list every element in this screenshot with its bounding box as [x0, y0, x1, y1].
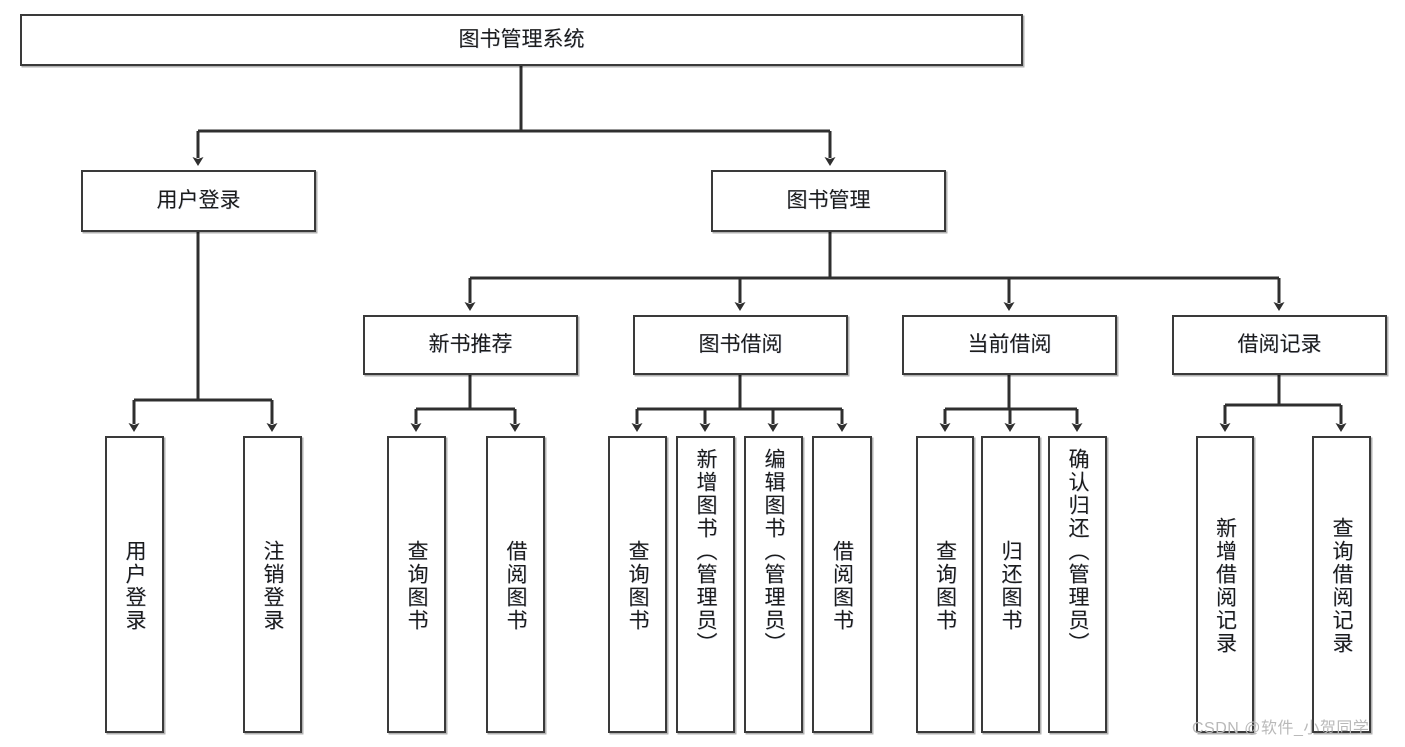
csdn-watermark: CSDN @软件_小贺同学 — [1192, 720, 1370, 737]
leaf-user-logout[interactable]: 注销登录 — [243, 436, 302, 733]
leaf-query-book-recommend[interactable]: 查询图书 — [387, 436, 446, 733]
node-label: 新增图书（管理员） — [694, 448, 717, 655]
node-label: 用户登录 — [123, 539, 146, 632]
node-user-login[interactable]: 用户登录 — [81, 170, 316, 232]
leaf-confirm-return-admin[interactable]: 确认归还（管理员） — [1048, 436, 1107, 733]
node-book-manage[interactable]: 图书管理 — [711, 170, 946, 232]
leaf-query-borrow-record[interactable]: 查询借阅记录 — [1312, 436, 1371, 733]
node-label: 查询图书 — [405, 539, 428, 632]
node-label: 图书管理系统 — [458, 27, 585, 51]
node-label: 借阅图书 — [830, 539, 854, 632]
node-label: 查询借阅记录 — [1330, 516, 1353, 655]
node-book-borrow[interactable]: 图书借阅 — [633, 315, 848, 375]
leaf-borrow-book-recommend[interactable]: 借阅图书 — [486, 436, 545, 733]
leaf-query-book-current[interactable]: 查询图书 — [916, 436, 974, 733]
node-label: 编辑图书（管理员） — [762, 448, 785, 655]
node-label: 查询图书 — [626, 539, 649, 632]
leaf-add-book-admin[interactable]: 新增图书（管理员） — [676, 436, 735, 733]
node-current-borrow[interactable]: 当前借阅 — [902, 315, 1117, 375]
node-label: 新书推荐 — [428, 332, 513, 356]
leaf-edit-book-admin[interactable]: 编辑图书（管理员） — [744, 436, 803, 733]
leaf-return-book[interactable]: 归还图书 — [981, 436, 1040, 733]
node-label: 图书借阅 — [698, 332, 783, 356]
leaf-query-book[interactable]: 查询图书 — [608, 436, 667, 733]
node-label: 新增借阅记录 — [1213, 516, 1237, 655]
node-label: 图书管理 — [786, 188, 871, 212]
node-label: 借阅图书 — [504, 539, 527, 632]
node-borrow-record[interactable]: 借阅记录 — [1172, 315, 1387, 375]
node-label: 借阅记录 — [1237, 332, 1322, 356]
node-new-book-recommend[interactable]: 新书推荐 — [363, 315, 578, 375]
edges — [128, 66, 1347, 432]
node-label: 用户登录 — [156, 188, 241, 212]
node-root-system[interactable]: 图书管理系统 — [20, 14, 1023, 66]
node-label: 当前借阅 — [967, 332, 1052, 356]
node-label: 归还图书 — [999, 539, 1022, 632]
leaf-borrow-book[interactable]: 借阅图书 — [812, 436, 872, 733]
node-label: 确认归还（管理员） — [1066, 448, 1089, 655]
leaf-user-login[interactable]: 用户登录 — [105, 436, 164, 733]
leaf-add-borrow-record[interactable]: 新增借阅记录 — [1196, 436, 1254, 733]
node-label: 注销登录 — [261, 539, 284, 632]
node-label: 查询图书 — [933, 539, 957, 632]
